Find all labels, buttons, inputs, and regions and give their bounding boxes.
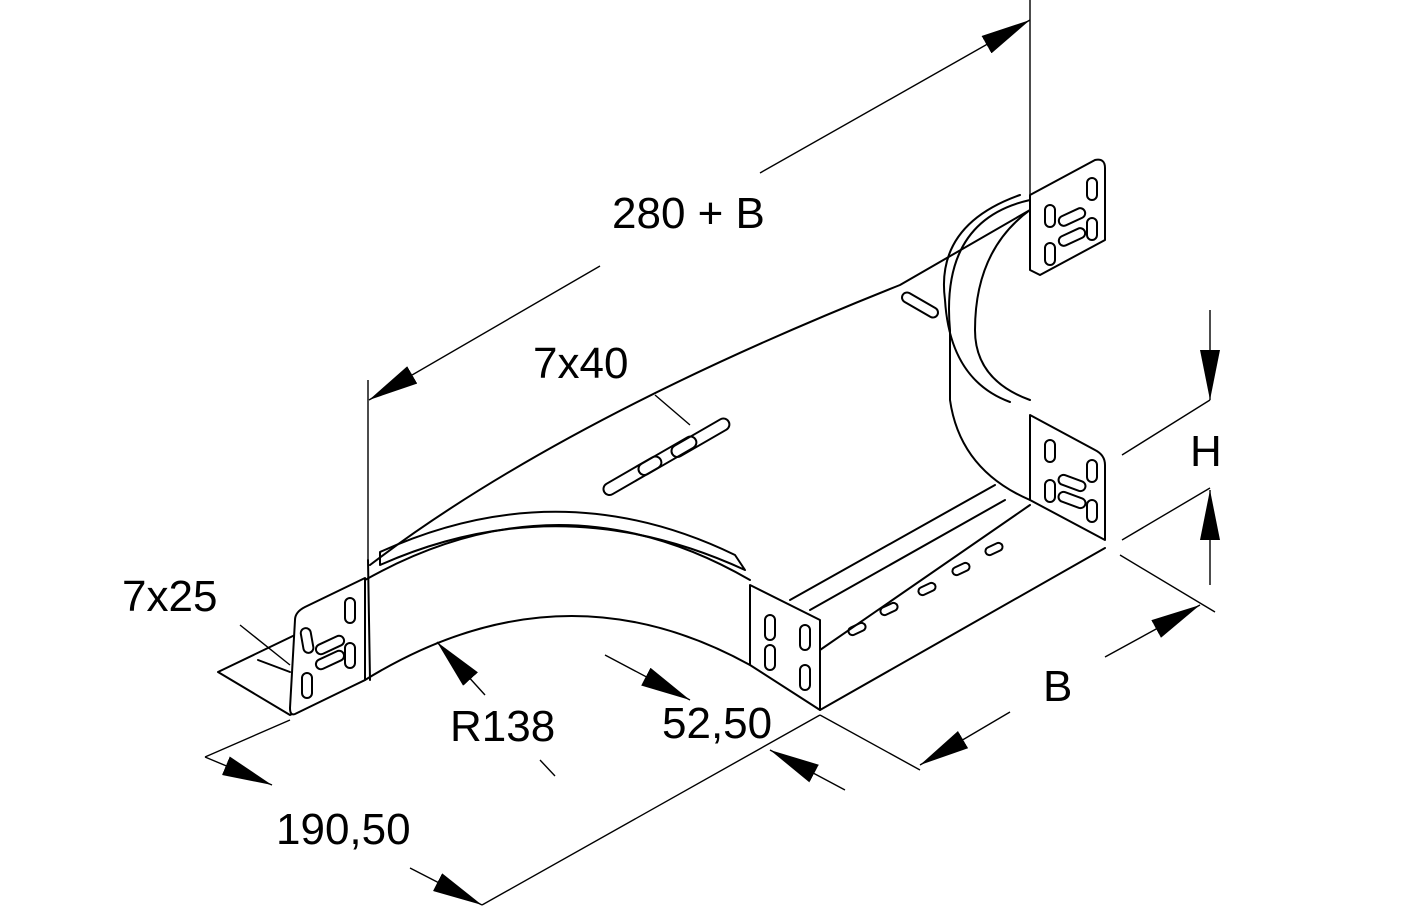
label-length: 280 + B	[612, 189, 765, 238]
label-offset: 52,50	[662, 699, 773, 748]
tray-slots	[847, 541, 1004, 637]
label-height: H	[1190, 427, 1222, 476]
dimension-length	[367, 0, 1031, 560]
label-width: B	[1043, 662, 1073, 711]
label-slot-top: 7x40	[533, 339, 629, 388]
label-slot-flange: 7x25	[122, 572, 218, 621]
label-radius: R138	[450, 702, 556, 751]
label-depth: 190,50	[276, 805, 411, 854]
left-end-plate	[217, 577, 366, 716]
top-slots-7x40	[602, 291, 939, 496]
straight-channel	[602, 291, 1106, 711]
curved-channel	[364, 209, 1031, 681]
right-bend	[943, 158, 1106, 541]
dimension-lines	[204, 310, 1220, 906]
